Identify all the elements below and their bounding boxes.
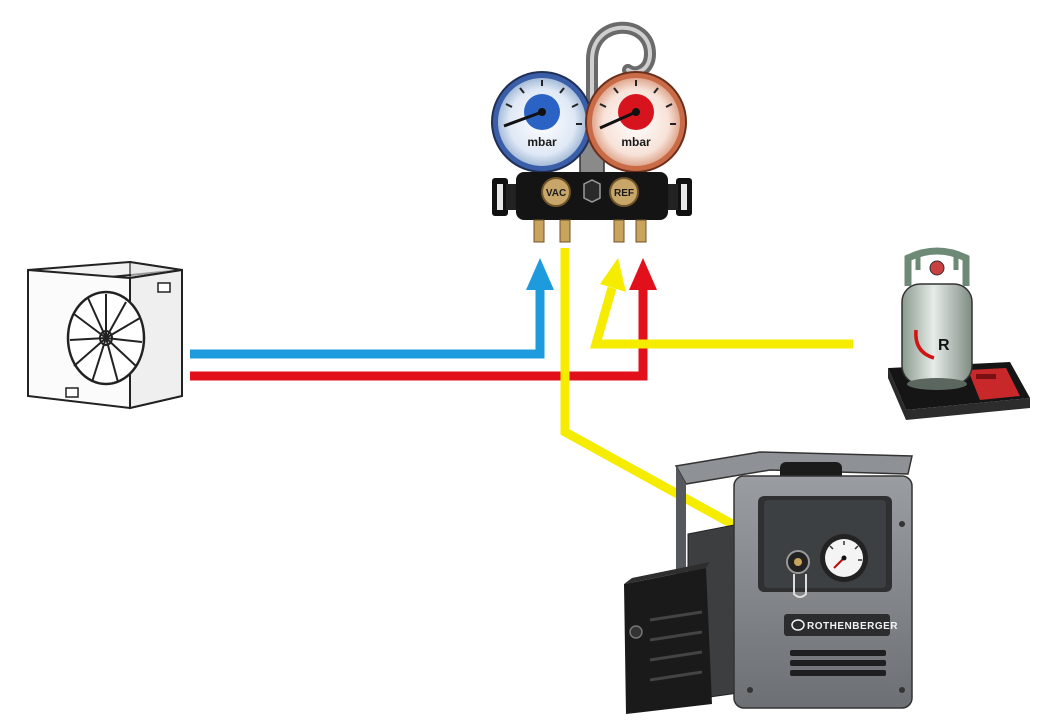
cylinder-logo: R [938, 337, 950, 354]
low-gauge-unit-label: mbar [527, 135, 557, 149]
high-gauge-unit-label: mbar [621, 135, 651, 149]
refrigerant-charge-line [590, 286, 853, 349]
ref-valve-knob: REF [609, 177, 639, 207]
outdoor-ac-unit-icon [27, 260, 183, 410]
refrigerant-cylinder-on-scale-icon: R [888, 247, 1030, 420]
low-pressure-gauge: mbar [491, 71, 593, 173]
vac-valve-knob: VAC [541, 177, 571, 207]
pump-brand-label: ROTHENBERGER [807, 621, 898, 632]
high-pressure-arrow [629, 258, 657, 290]
low-pressure-line [190, 288, 545, 359]
vent-grille [790, 650, 886, 676]
hose-port-fittings [533, 219, 647, 243]
high-pressure-line [190, 288, 648, 381]
refrigerant-charge-arrow [600, 258, 626, 292]
pump-vacuum-gauge [820, 534, 868, 582]
svg-text:REF: REF [614, 188, 634, 199]
high-pressure-gauge: mbar [585, 71, 687, 173]
low-pressure-arrow [526, 258, 554, 290]
vacuum-line [560, 248, 775, 550]
hose-lines [190, 248, 853, 562]
center-nut-icon [583, 179, 601, 203]
svg-text:VAC: VAC [546, 188, 566, 199]
inlet-port [786, 550, 810, 598]
manifold-gauge-set-icon: mbar mbar VAC [491, 21, 692, 243]
brand-plate [784, 614, 890, 636]
vacuum-pump-icon: ROTHENBERGER [624, 451, 913, 714]
oil-reservoir [624, 568, 712, 714]
fan-icon [66, 290, 146, 386]
